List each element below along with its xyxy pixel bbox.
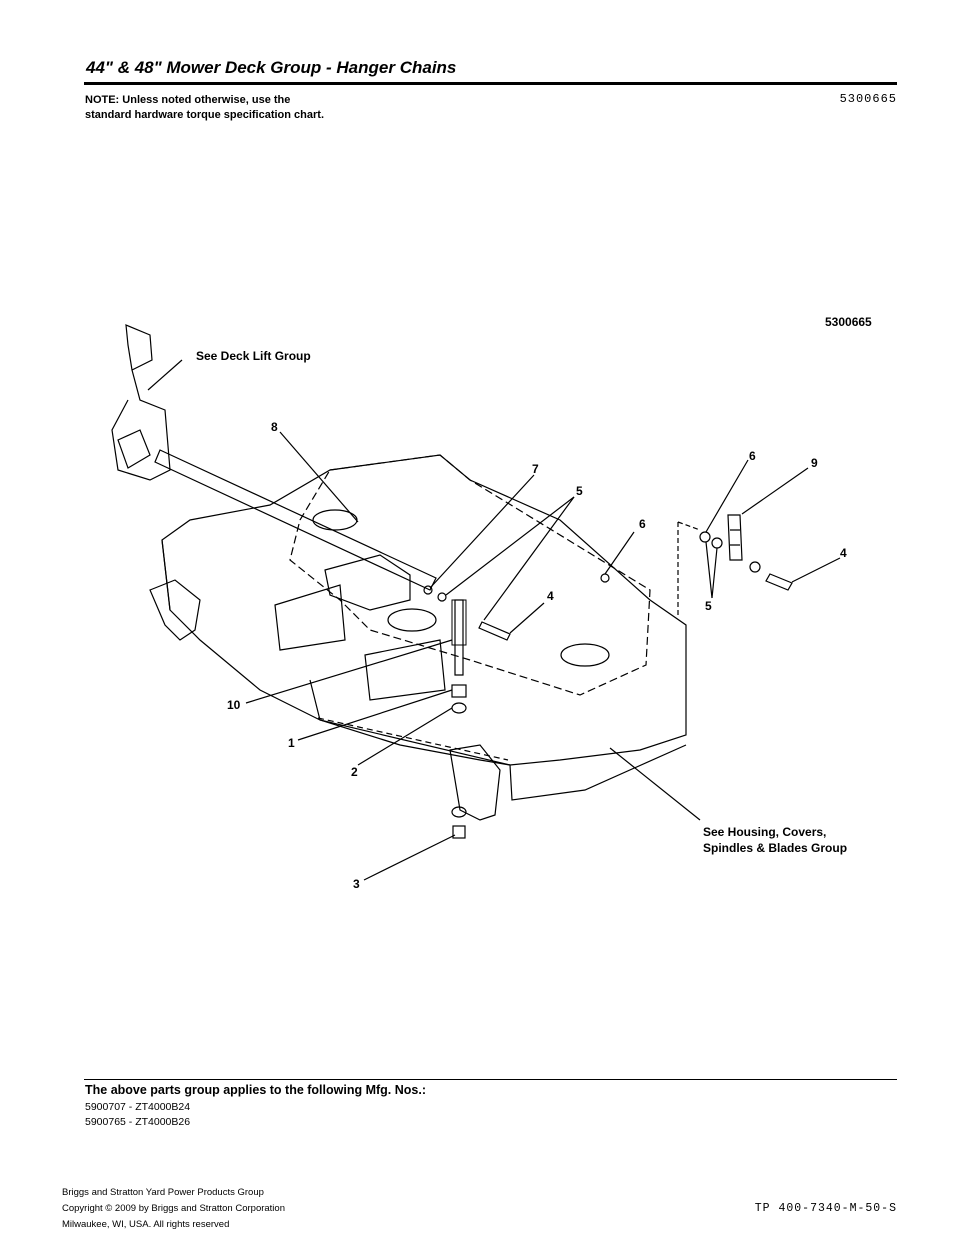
figure-number: 5300665	[825, 315, 872, 329]
company-info: Briggs and Stratton Yard Power Products …	[62, 1185, 285, 1233]
part-label-9: 9	[811, 456, 818, 470]
part-label-1: 1	[288, 736, 295, 750]
part-label-4-right: 4	[840, 546, 847, 560]
doc-number: 5300665	[839, 92, 897, 106]
part-label-3: 3	[353, 877, 360, 891]
part-label-2: 2	[351, 765, 358, 779]
part-label-10: 10	[227, 698, 241, 712]
callout-housing-line1: See Housing, Covers,	[703, 825, 826, 839]
company-line: Milwaukee, WI, USA. All rights reserved	[62, 1219, 230, 1230]
title-rule	[84, 82, 897, 85]
part-label-6-right: 6	[749, 449, 756, 463]
torque-note: NOTE: Unless noted otherwise, use the st…	[85, 94, 325, 121]
part-label-7: 7	[532, 462, 539, 476]
part-label-4-middle: 4	[547, 589, 554, 603]
company-line: Copyright © 2009 by Briggs and Stratton …	[62, 1203, 285, 1214]
page-title: 44" & 48" Mower Deck Group - Hanger Chai…	[86, 58, 457, 77]
applies-title: The above parts group applies to the fol…	[85, 1083, 426, 1097]
footer-rule	[84, 1079, 897, 1080]
mfg-number: 5900707 - ZT4000B24	[85, 1101, 191, 1113]
part-label-6-middle: 6	[639, 517, 646, 531]
exploded-parts-diagram: 5300665 See Deck Lift Group See Housing,…	[111, 315, 872, 891]
part-label-8: 8	[271, 420, 278, 434]
tp-number: TP 400-7340-M-50-S	[754, 1202, 897, 1215]
callout-deck-lift: See Deck Lift Group	[196, 349, 311, 363]
callout-housing-line2: Spindles & Blades Group	[703, 841, 847, 855]
part-label-5-right: 5	[705, 599, 712, 613]
part-label-5-top: 5	[576, 484, 583, 498]
company-line: Briggs and Stratton Yard Power Products …	[62, 1187, 264, 1198]
mfg-number: 5900765 - ZT4000B26	[85, 1116, 191, 1128]
